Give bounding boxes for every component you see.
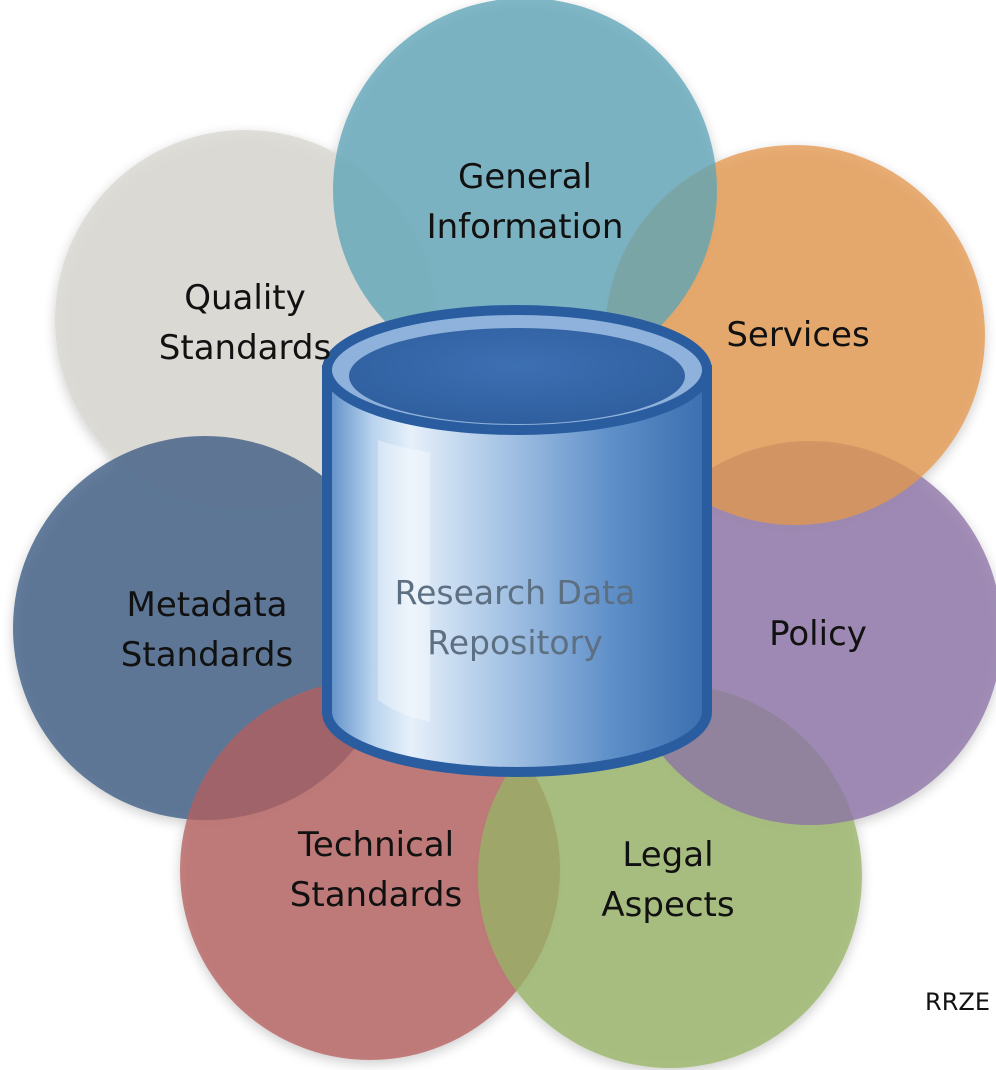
petal-labels: General Information Services Policy Lega… [121,157,870,925]
petal-label-general-information: General [458,157,592,197]
petal-label-quality-standards: Quality [184,278,306,318]
petal-label-metadata-standards-line2: Standards [121,635,293,675]
petal-label-policy: Policy [769,614,867,654]
petal-label-legal-aspects: Legal [622,835,713,875]
petal-label-technical-standards-line2: Standards [290,875,462,915]
cylinder-top-surface [349,328,685,424]
cylinder-highlight [378,440,430,722]
petal-label-metadata-standards: Metadata [126,585,287,625]
petal-label-legal-aspects-line2: Aspects [601,885,734,925]
credit-label: RRZE [925,988,990,1016]
center-label-line1: Research Data [395,573,636,612]
petal-circle-general-information [333,0,717,382]
petal-circles [13,0,996,1068]
petal-label-quality-standards-line2: Standards [159,328,331,368]
petal-label-services: Services [726,315,869,355]
petal-label-technical-standards: Technical [297,825,454,865]
cylinder-body [322,365,712,777]
petal-circle-policy [618,441,996,825]
petal-circle-technical-standards [180,680,560,1060]
database-cylinder-icon [322,305,712,777]
petal-label-general-information-line2: Information [427,207,624,247]
center-label-line2: Repository [427,623,602,662]
